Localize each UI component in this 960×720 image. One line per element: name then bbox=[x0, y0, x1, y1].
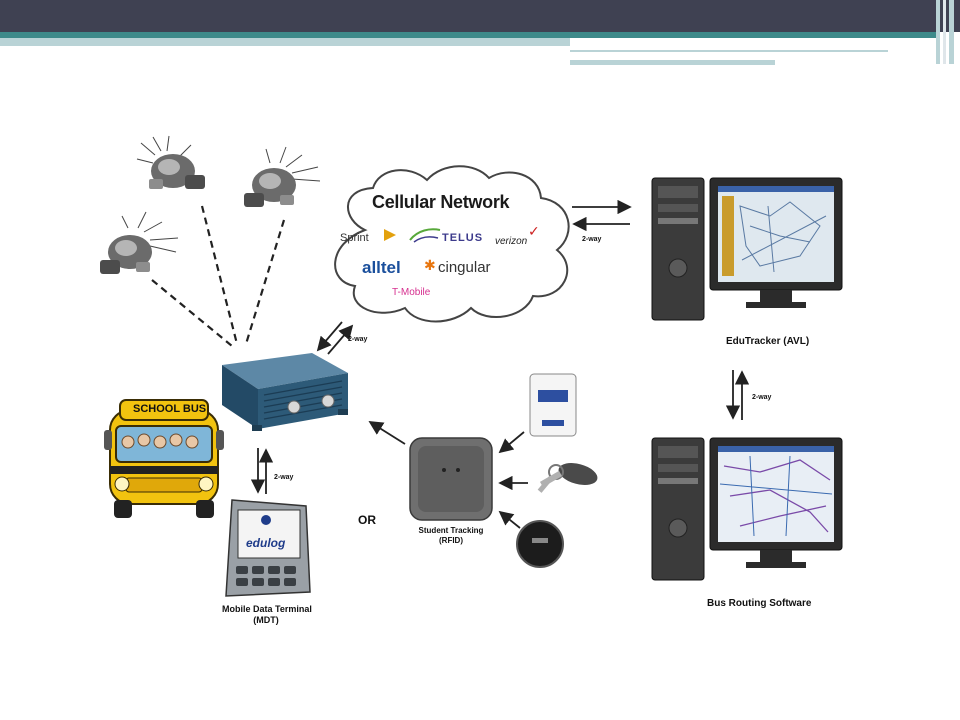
two-way-label-cloud-modem: 2-way bbox=[348, 336, 368, 343]
carrier-cingular: cingular bbox=[438, 259, 491, 276]
carrier-sprint: Sprint bbox=[340, 232, 369, 244]
gps-satellite-icon bbox=[244, 146, 321, 207]
mobile-data-terminal bbox=[225, 499, 311, 597]
mdt-label-line1: Mobile Data Terminal bbox=[222, 604, 312, 614]
gps-modem-device bbox=[222, 353, 348, 431]
student-label-line1: Student Tracking bbox=[418, 526, 484, 535]
header-accent-stripe bbox=[0, 32, 940, 38]
header-side-bars bbox=[932, 0, 960, 64]
rfid-reader-device bbox=[409, 437, 493, 521]
cloud-title: Cellular Network bbox=[372, 192, 510, 212]
mdt-label-line2: (MDT) bbox=[253, 615, 279, 625]
header-accent-light bbox=[0, 38, 570, 46]
cellular-network-cloud bbox=[334, 165, 570, 323]
gps-link-1 bbox=[200, 205, 239, 345]
mdt-brand-label: edulog bbox=[246, 536, 286, 550]
telus-logo-icon bbox=[409, 228, 441, 243]
school-bus bbox=[104, 399, 224, 518]
gps-link-3 bbox=[151, 279, 233, 347]
cingular-jack-icon: ✱ bbox=[424, 258, 436, 274]
header-bar bbox=[0, 0, 960, 32]
or-label: OR bbox=[358, 513, 376, 527]
gps-satellite-icon bbox=[100, 211, 179, 274]
header-accent-line bbox=[570, 50, 888, 52]
two-way-label-modem-mdt: 2-way bbox=[274, 474, 294, 481]
bus-sign-label: SCHOOL BUS bbox=[133, 403, 207, 415]
gps-link-2 bbox=[244, 219, 286, 345]
student-tracking-label: Student Tracking (RFID) bbox=[408, 526, 494, 546]
student-label-line2: (RFID) bbox=[439, 536, 463, 545]
bus-routing-computer bbox=[651, 437, 843, 581]
verizon-check-icon: ✓ bbox=[528, 224, 540, 240]
rfid-keyfob-icon bbox=[537, 463, 598, 493]
two-way-label-avl-routing: 2-way bbox=[752, 394, 772, 401]
carrier-verizon: verizon bbox=[495, 236, 528, 247]
sprint-pin-icon bbox=[384, 229, 396, 241]
edutracker-label: EduTracker (AVL) bbox=[726, 336, 810, 347]
carrier-alltel: alltel bbox=[362, 258, 401, 277]
two-way-label-cloud-avl: 2-way bbox=[582, 236, 602, 243]
edutracker-computer bbox=[651, 177, 843, 321]
mdt-label: Mobile Data Terminal (MDT) bbox=[222, 604, 312, 626]
carrier-tmobile: T-Mobile bbox=[392, 287, 431, 298]
rfid-card-icon bbox=[529, 373, 577, 437]
carrier-telus: TELUS bbox=[442, 232, 484, 244]
rfid-tag-disc-icon bbox=[516, 520, 564, 568]
gps-satellite-icon bbox=[136, 135, 205, 189]
header-accent-line-2 bbox=[570, 60, 775, 65]
bus-routing-label: Bus Routing Software bbox=[707, 598, 812, 609]
